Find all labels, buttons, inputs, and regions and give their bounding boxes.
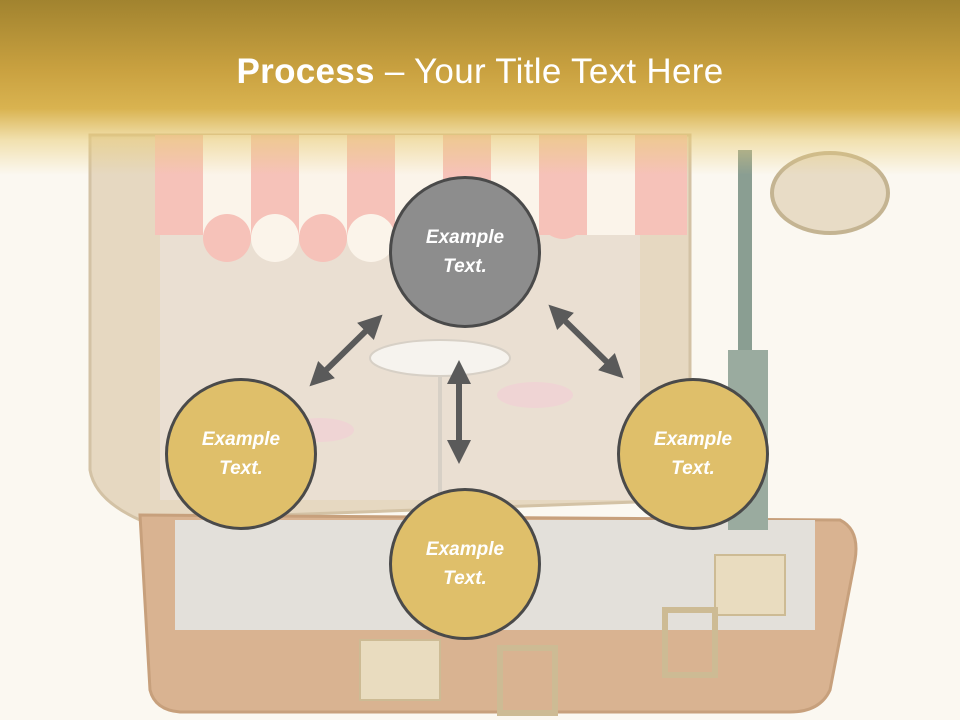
arrow-center-to-right: [548, 304, 624, 379]
title-bold-part: Process: [236, 52, 375, 91]
slide-title: Process – Your Title Text Here: [0, 52, 960, 92]
arrow-center-to-left: [309, 314, 383, 387]
title-regular-part: – Your Title Text Here: [374, 52, 724, 91]
title-band: [0, 0, 960, 175]
